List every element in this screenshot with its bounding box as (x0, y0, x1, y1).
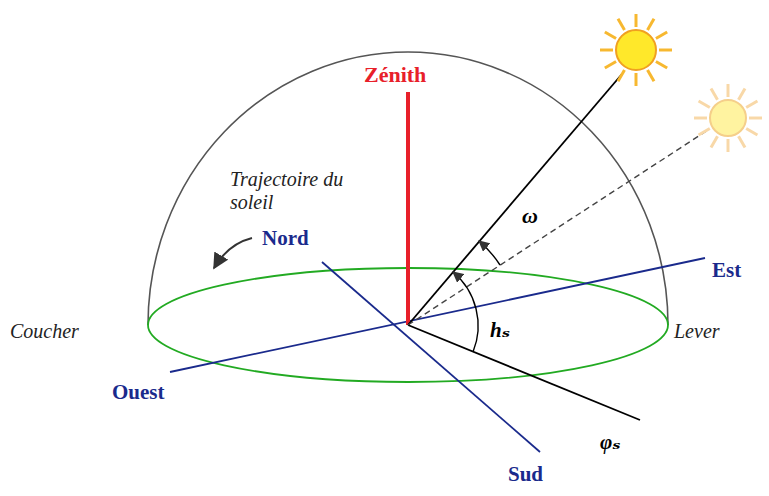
sun-ray (711, 89, 718, 100)
pale-sun-icon (694, 84, 762, 152)
azimuth-symbol: φₛ (600, 430, 621, 454)
sun-ray (605, 32, 616, 39)
sun-ray (727, 139, 730, 152)
south-label: Sud (508, 462, 543, 486)
altitude-symbol: hₛ (490, 318, 510, 342)
sun-icon (600, 14, 672, 86)
sun-ray (648, 19, 655, 30)
sun-ray (699, 101, 710, 108)
sun-ray (727, 84, 730, 97)
sun-disc (616, 30, 656, 70)
hour-angle-arc (479, 241, 500, 265)
east-label: Est (712, 258, 741, 282)
zenith-line (406, 92, 410, 325)
zenith-label: Zénith (364, 62, 426, 87)
sun-direction (408, 74, 622, 325)
sun-ray (618, 19, 625, 30)
sun-ray (711, 136, 718, 147)
earlier-sun-direction (408, 130, 708, 325)
sun-ray (739, 136, 746, 147)
sun-ray (600, 49, 613, 52)
sun-ray (618, 70, 625, 81)
sun-ray (746, 129, 757, 136)
sun-ray (648, 70, 655, 81)
west-label: Ouest (112, 380, 165, 404)
azimuth-projection (408, 325, 640, 420)
sun-ray (749, 117, 762, 120)
sun-ray (739, 89, 746, 100)
hour-angle-symbol: ω (522, 203, 538, 228)
north-label: Nord (262, 226, 309, 250)
sun-ray (659, 49, 672, 52)
sun-disc (710, 100, 746, 136)
sun-ray (694, 117, 707, 120)
north-south-axis (322, 262, 540, 452)
sunrise-label: Lever (674, 320, 720, 343)
sun-ray (699, 129, 710, 136)
sun-ray (605, 62, 616, 69)
sun-ray (635, 73, 638, 86)
east-west-axis (170, 258, 705, 372)
sun-ray (746, 101, 757, 108)
trajectory-label: Trajectoire du soleil (230, 168, 350, 214)
sun-ray (656, 32, 667, 39)
direction-arrow (214, 238, 252, 268)
sunset-label: Coucher (10, 320, 79, 343)
sun-ray (656, 62, 667, 69)
altitude-arc (453, 272, 478, 352)
sun-ray (635, 14, 638, 27)
